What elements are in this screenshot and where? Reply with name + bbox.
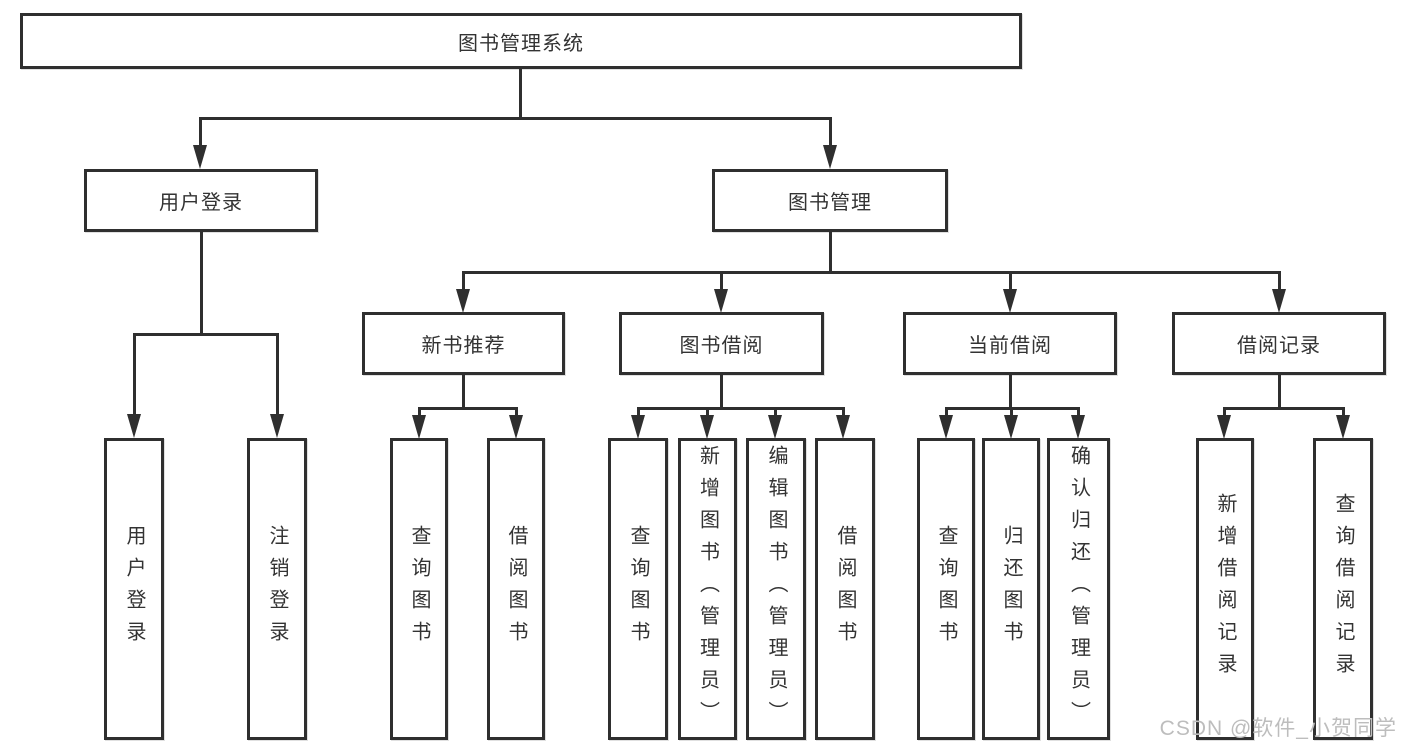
node-leaf-newbook-query: 查询图书 xyxy=(390,438,448,740)
node-leaf-current-query: 查询图书 xyxy=(917,438,975,740)
arrow-down-icon xyxy=(1217,415,1231,439)
arrow-down-icon xyxy=(631,415,645,439)
connector-bookmgmt-drop-3 xyxy=(1009,271,1012,291)
node-user-login-label: 用户登录 xyxy=(159,192,243,214)
arrow-down-icon xyxy=(127,414,141,438)
node-leaf-current-return: 归还图书 xyxy=(982,438,1040,740)
node-leaf-record-query-label: 查询借阅记录 xyxy=(1332,493,1354,685)
connector-borrow-drop-2 xyxy=(706,407,709,419)
node-leaf-logout-label: 注销登录 xyxy=(266,525,288,653)
node-leaf-record-query: 查询借阅记录 xyxy=(1313,438,1373,740)
arrow-down-icon xyxy=(456,289,470,313)
connector-bookmgmt-branch xyxy=(462,271,1281,274)
connector-borrow-drop-4 xyxy=(842,407,845,419)
node-leaf-newbook-borrow-label: 借阅图书 xyxy=(505,525,527,653)
node-leaf-current-confirm: 确认归还（管理员） xyxy=(1047,438,1110,740)
arrow-down-icon xyxy=(1004,415,1018,439)
connector-current-stem xyxy=(1009,375,1012,409)
connector-bookmgmt-drop-1 xyxy=(462,271,465,291)
node-leaf-current-confirm-label: 确认归还（管理员） xyxy=(1067,445,1090,733)
node-leaf-borrow-add-label: 新增图书（管理员） xyxy=(696,445,719,733)
node-leaf-borrow-borrow-label: 借阅图书 xyxy=(834,525,856,653)
arrow-down-icon xyxy=(509,415,523,439)
connector-newbook-stem xyxy=(462,375,465,409)
connector-record-branch xyxy=(1223,407,1344,410)
connector-userlogin-stem xyxy=(200,232,203,334)
csdn-watermark: CSDN @软件_小贺同学 xyxy=(1159,717,1397,740)
arrow-down-icon xyxy=(768,415,782,439)
node-current-borrow-label: 当前借阅 xyxy=(968,335,1052,357)
connector-record-drop-2 xyxy=(1342,407,1345,419)
connector-userlogin-drop-2 xyxy=(276,333,279,415)
connector-root-drop-left xyxy=(199,117,202,147)
node-leaf-record-add-label: 新增借阅记录 xyxy=(1214,493,1236,685)
connector-userlogin-drop-1 xyxy=(133,333,136,415)
connector-current-drop-2 xyxy=(1010,407,1013,419)
arrow-down-icon xyxy=(836,415,850,439)
connector-newbook-drop-2 xyxy=(515,407,518,419)
node-root: 图书管理系统 xyxy=(20,13,1022,69)
node-leaf-borrow-borrow: 借阅图书 xyxy=(815,438,875,740)
node-leaf-user-login: 用户登录 xyxy=(104,438,164,740)
connector-root-stem xyxy=(519,69,522,119)
node-new-book-recommend: 新书推荐 xyxy=(362,312,565,375)
node-leaf-borrow-add: 新增图书（管理员） xyxy=(678,438,737,740)
node-book-management-label: 图书管理 xyxy=(788,192,872,214)
connector-borrow-stem xyxy=(720,375,723,409)
connector-root-drop-right xyxy=(829,117,832,147)
node-leaf-borrow-edit: 编辑图书（管理员） xyxy=(746,438,806,740)
node-root-label: 图书管理系统 xyxy=(458,32,584,55)
node-leaf-borrow-query: 查询图书 xyxy=(608,438,668,740)
connector-root-branch xyxy=(199,117,832,120)
node-new-book-recommend-label: 新书推荐 xyxy=(421,335,506,357)
connector-borrow-branch xyxy=(637,407,845,410)
node-user-login: 用户登录 xyxy=(84,169,318,232)
arrow-down-icon xyxy=(700,415,714,439)
connector-userlogin-branch xyxy=(133,333,279,336)
connector-borrow-drop-1 xyxy=(637,407,640,419)
node-book-borrow: 图书借阅 xyxy=(619,312,824,375)
connector-borrow-drop-3 xyxy=(774,407,777,419)
arrow-down-icon xyxy=(823,145,837,169)
node-borrow-record-label: 借阅记录 xyxy=(1237,335,1321,357)
node-book-management: 图书管理 xyxy=(712,169,948,232)
connector-current-drop-1 xyxy=(945,407,948,419)
node-leaf-current-return-label: 归还图书 xyxy=(1000,525,1022,653)
arrow-down-icon xyxy=(714,289,728,313)
node-leaf-borrow-query-label: 查询图书 xyxy=(627,525,649,653)
node-leaf-logout: 注销登录 xyxy=(247,438,307,740)
node-leaf-current-query-label: 查询图书 xyxy=(935,525,957,653)
node-book-borrow-label: 图书借阅 xyxy=(679,335,764,357)
arrow-down-icon xyxy=(193,145,207,169)
node-leaf-record-add: 新增借阅记录 xyxy=(1196,438,1254,740)
node-borrow-record: 借阅记录 xyxy=(1172,312,1386,375)
node-leaf-newbook-query-label: 查询图书 xyxy=(408,525,430,653)
node-leaf-newbook-borrow: 借阅图书 xyxy=(487,438,545,740)
connector-newbook-branch xyxy=(418,407,518,410)
arrow-down-icon xyxy=(412,415,426,439)
connector-record-drop-1 xyxy=(1223,407,1226,419)
arrow-down-icon xyxy=(1003,289,1017,313)
arrow-down-icon xyxy=(270,414,284,438)
node-leaf-user-login-label: 用户登录 xyxy=(123,525,145,653)
node-leaf-borrow-edit-label: 编辑图书（管理员） xyxy=(765,445,787,733)
arrow-down-icon xyxy=(1272,289,1286,313)
connector-bookmgmt-stem xyxy=(829,232,832,274)
arrow-down-icon xyxy=(939,415,953,439)
arrow-down-icon xyxy=(1071,415,1085,439)
node-current-borrow: 当前借阅 xyxy=(903,312,1117,375)
connector-bookmgmt-drop-2 xyxy=(720,271,723,291)
connector-bookmgmt-drop-4 xyxy=(1278,271,1281,291)
arrow-down-icon xyxy=(1336,415,1350,439)
connector-record-stem xyxy=(1278,375,1281,409)
connector-current-drop-3 xyxy=(1077,407,1080,419)
connector-newbook-drop-1 xyxy=(418,407,421,419)
